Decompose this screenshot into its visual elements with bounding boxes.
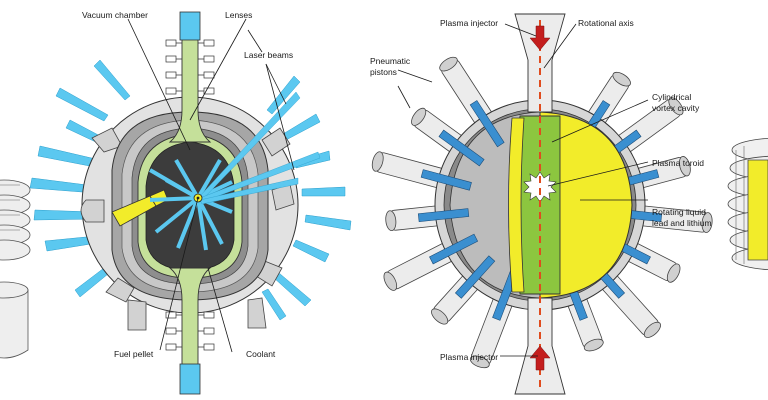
laser-beams-outer (29, 59, 352, 321)
piston-head (469, 100, 505, 148)
label-cylindrical-line2: vortex cavity (652, 103, 700, 113)
piston-cylinder (636, 205, 713, 233)
right-edge-device (727, 137, 768, 271)
laser-fusion-diagram (29, 11, 352, 395)
label-plasma-toroid: Plasma toroid (652, 158, 704, 168)
piston-cylinder (385, 205, 444, 232)
label-rotating-line1: Rotating liquid (652, 207, 706, 217)
left-edge-device (0, 179, 31, 359)
piston-cylinder (371, 151, 448, 189)
pneumatic-pistons-group (371, 56, 713, 369)
label-lenses: Lenses (225, 10, 252, 20)
label-pneumatic-line2: pistons (370, 67, 397, 77)
label-rotating-line2: lead and lithium (652, 218, 712, 228)
label-coolant: Coolant (246, 349, 276, 359)
label-vacuum-chamber: Vacuum chamber (82, 10, 148, 20)
injector-arrow-up-icon (529, 345, 551, 371)
injector-arrow-down-icon (529, 25, 551, 51)
laser-rays-inner (148, 158, 233, 251)
piston-head (429, 233, 479, 265)
piston-fusion-diagram (371, 13, 713, 395)
label-laser-beams: Laser beams (244, 50, 293, 60)
label-pneumatic-line1: Pneumatic (370, 56, 411, 66)
piston-head (438, 129, 485, 167)
label-cylindrical-line1: Cylindrical (652, 92, 691, 102)
label-fuel-pellet: Fuel pellet (114, 349, 154, 359)
piston-head (454, 255, 496, 299)
piston-head (417, 208, 470, 223)
label-plasma-injector-top: Plasma injector (440, 18, 498, 28)
label-plasma-injector-bottom: Plasma injector (440, 352, 498, 362)
piston-head (420, 169, 472, 191)
label-rotational-axis: Rotational axis (578, 18, 634, 28)
